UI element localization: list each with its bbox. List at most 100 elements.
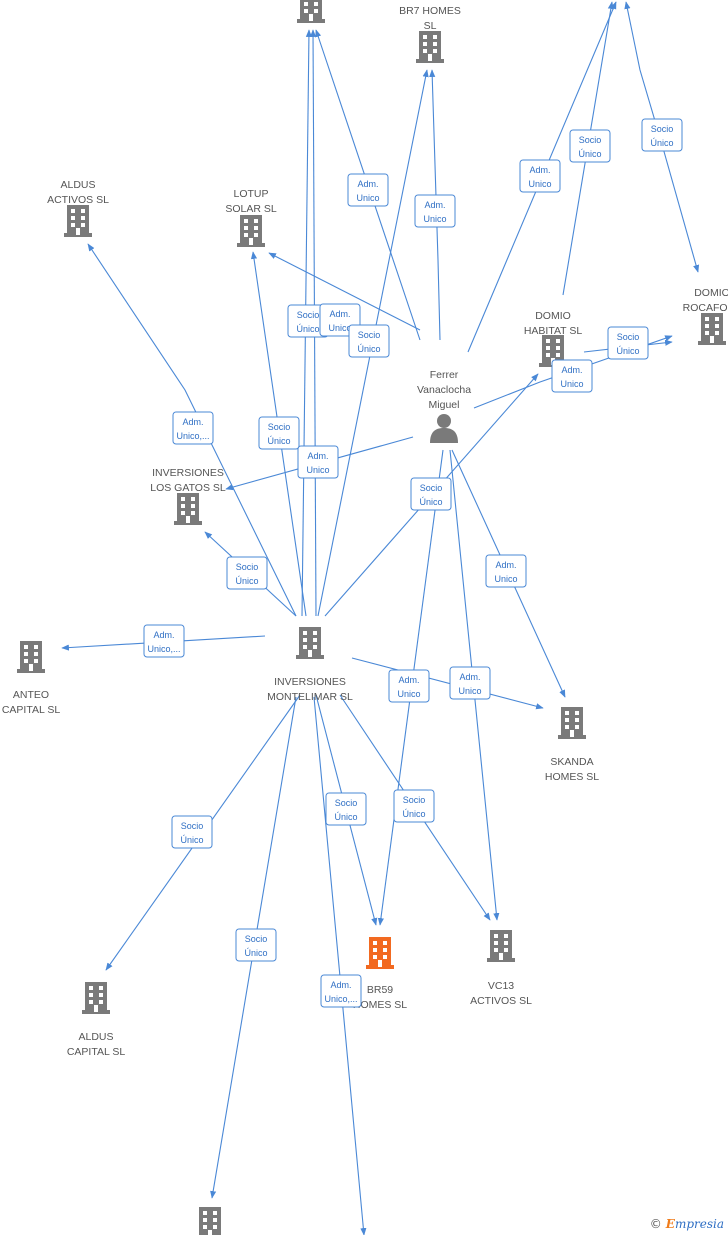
edge-line-5: [429, 69, 441, 341]
building-icon: [17, 641, 45, 673]
node-label-line: MONTELIMAR SL: [267, 691, 353, 703]
edge-label-e19[interactable]: Adm.Unico: [449, 666, 491, 700]
edge-label-text: Socio: [335, 798, 358, 808]
edge-label-text: Adm.: [424, 200, 445, 210]
edge-label-text: Socio: [420, 483, 443, 493]
edge-label-text: Unico: [306, 465, 329, 475]
node-label-line: SL: [424, 20, 437, 32]
highlighted-building-icon: [366, 937, 394, 969]
edge-line-10: [87, 243, 297, 617]
edge-label-text: Unico: [528, 179, 551, 189]
edge-label-text: Adm.: [459, 672, 480, 682]
edge-labels: Adm.UnicoAdm.UnicoAdm.UnicoSocioÚnicoSoc…: [143, 118, 683, 1008]
node-top-partial[interactable]: [297, 0, 325, 23]
node-label-line: HOMES SL: [545, 771, 599, 783]
edge-label-e3[interactable]: Adm. Unico: [519, 159, 561, 193]
edge-label-e9[interactable]: Adm.Unico: [551, 359, 593, 393]
node-inv-gatos[interactable]: INVERSIONES LOS GATOS SL: [150, 467, 226, 525]
edge-label-e18[interactable]: Adm. Unico: [388, 669, 430, 703]
node-label-line: ACTIVOS SL: [47, 194, 109, 206]
node-label-line: LOTUP: [233, 188, 268, 200]
node-label-line: DOMIO: [535, 310, 571, 322]
edge-label-text: Adm.: [398, 675, 419, 685]
edge-label-text: Único: [296, 324, 319, 334]
node-label-line: ACTIVOS SL: [470, 995, 532, 1007]
building-icon: [297, 0, 325, 23]
edge-label-text: Único: [650, 138, 673, 148]
edge-label-e1[interactable]: Adm.Unico: [347, 173, 389, 207]
edge-label-text: Adm.: [329, 309, 350, 319]
copyright-symbol: ©: [649, 1217, 662, 1231]
edge-label-text: Socio: [297, 310, 320, 320]
building-icon: [64, 205, 92, 237]
edge-label-text: Unico,...: [147, 644, 180, 654]
edge-label-text: Único: [180, 835, 203, 845]
node-montelimar[interactable]: INVERSIONES MONTELIMAR SL: [267, 627, 353, 703]
edge-label-e2[interactable]: Adm.Unico: [414, 194, 456, 228]
building-icon: [416, 31, 444, 63]
empresia-watermark: ©Empresia: [650, 1217, 724, 1231]
edge-line-12: [268, 252, 421, 331]
edge-label-e23[interactable]: Adm.Unico,...: [320, 974, 362, 1008]
edge-label-text: Unico: [328, 323, 351, 333]
edge-label-text: Adm.: [561, 365, 582, 375]
node-label-line: INVERSIONES: [152, 467, 224, 479]
building-icon: [698, 313, 726, 345]
node-bottom-partial[interactable]: [196, 1207, 224, 1235]
building-icon: [174, 493, 202, 525]
edge-label-e16[interactable]: Adm.Unico: [485, 554, 527, 588]
edge-label-text: Socio: [245, 934, 268, 944]
edge-label-text: Único: [357, 344, 380, 354]
edge-label-e10[interactable]: Adm. Unico,...: [172, 411, 214, 445]
edge-line-22: [351, 657, 544, 710]
node-aldus-capital[interactable]: ALDUS CAPITAL SL: [67, 982, 126, 1058]
node-label-line: LOS GATOS SL: [150, 482, 226, 494]
edge-label-text: Unico,...: [176, 431, 209, 441]
node-domio-rocafort[interactable]: DOMIOROCAFORT: [683, 287, 728, 345]
edge-label-text: Unico: [494, 574, 517, 584]
edge-label-text: Adm.: [529, 165, 550, 175]
edge-label-text: Único: [334, 812, 357, 822]
edge-line-9: [662, 147, 700, 273]
edge-label-text: Único: [419, 497, 442, 507]
node-label-line: INVERSIONES: [274, 676, 346, 688]
edge-label-text: Único: [244, 948, 267, 958]
edge-label-text: Unico: [397, 689, 420, 699]
edge-label-e12[interactable]: Adm. Unico: [297, 445, 339, 479]
edge-label-e15[interactable]: Adm.Unico,...: [143, 624, 185, 658]
node-label-line: CAPITAL SL: [67, 1046, 126, 1058]
node-label-line: Ferrer: [430, 369, 459, 381]
brand-name: mpresia: [674, 1217, 724, 1231]
edge-label-text: Socio: [579, 135, 602, 145]
node-label-line: VC13: [488, 980, 514, 992]
edge-label-text: Adm.: [307, 451, 328, 461]
edge-label-text: Socio: [358, 330, 381, 340]
edge-label-text: Adm.: [182, 417, 203, 427]
person-icon: [430, 414, 458, 443]
edge-label-text: Adm.: [357, 179, 378, 189]
node-label-line: ALDUS: [78, 1031, 113, 1043]
